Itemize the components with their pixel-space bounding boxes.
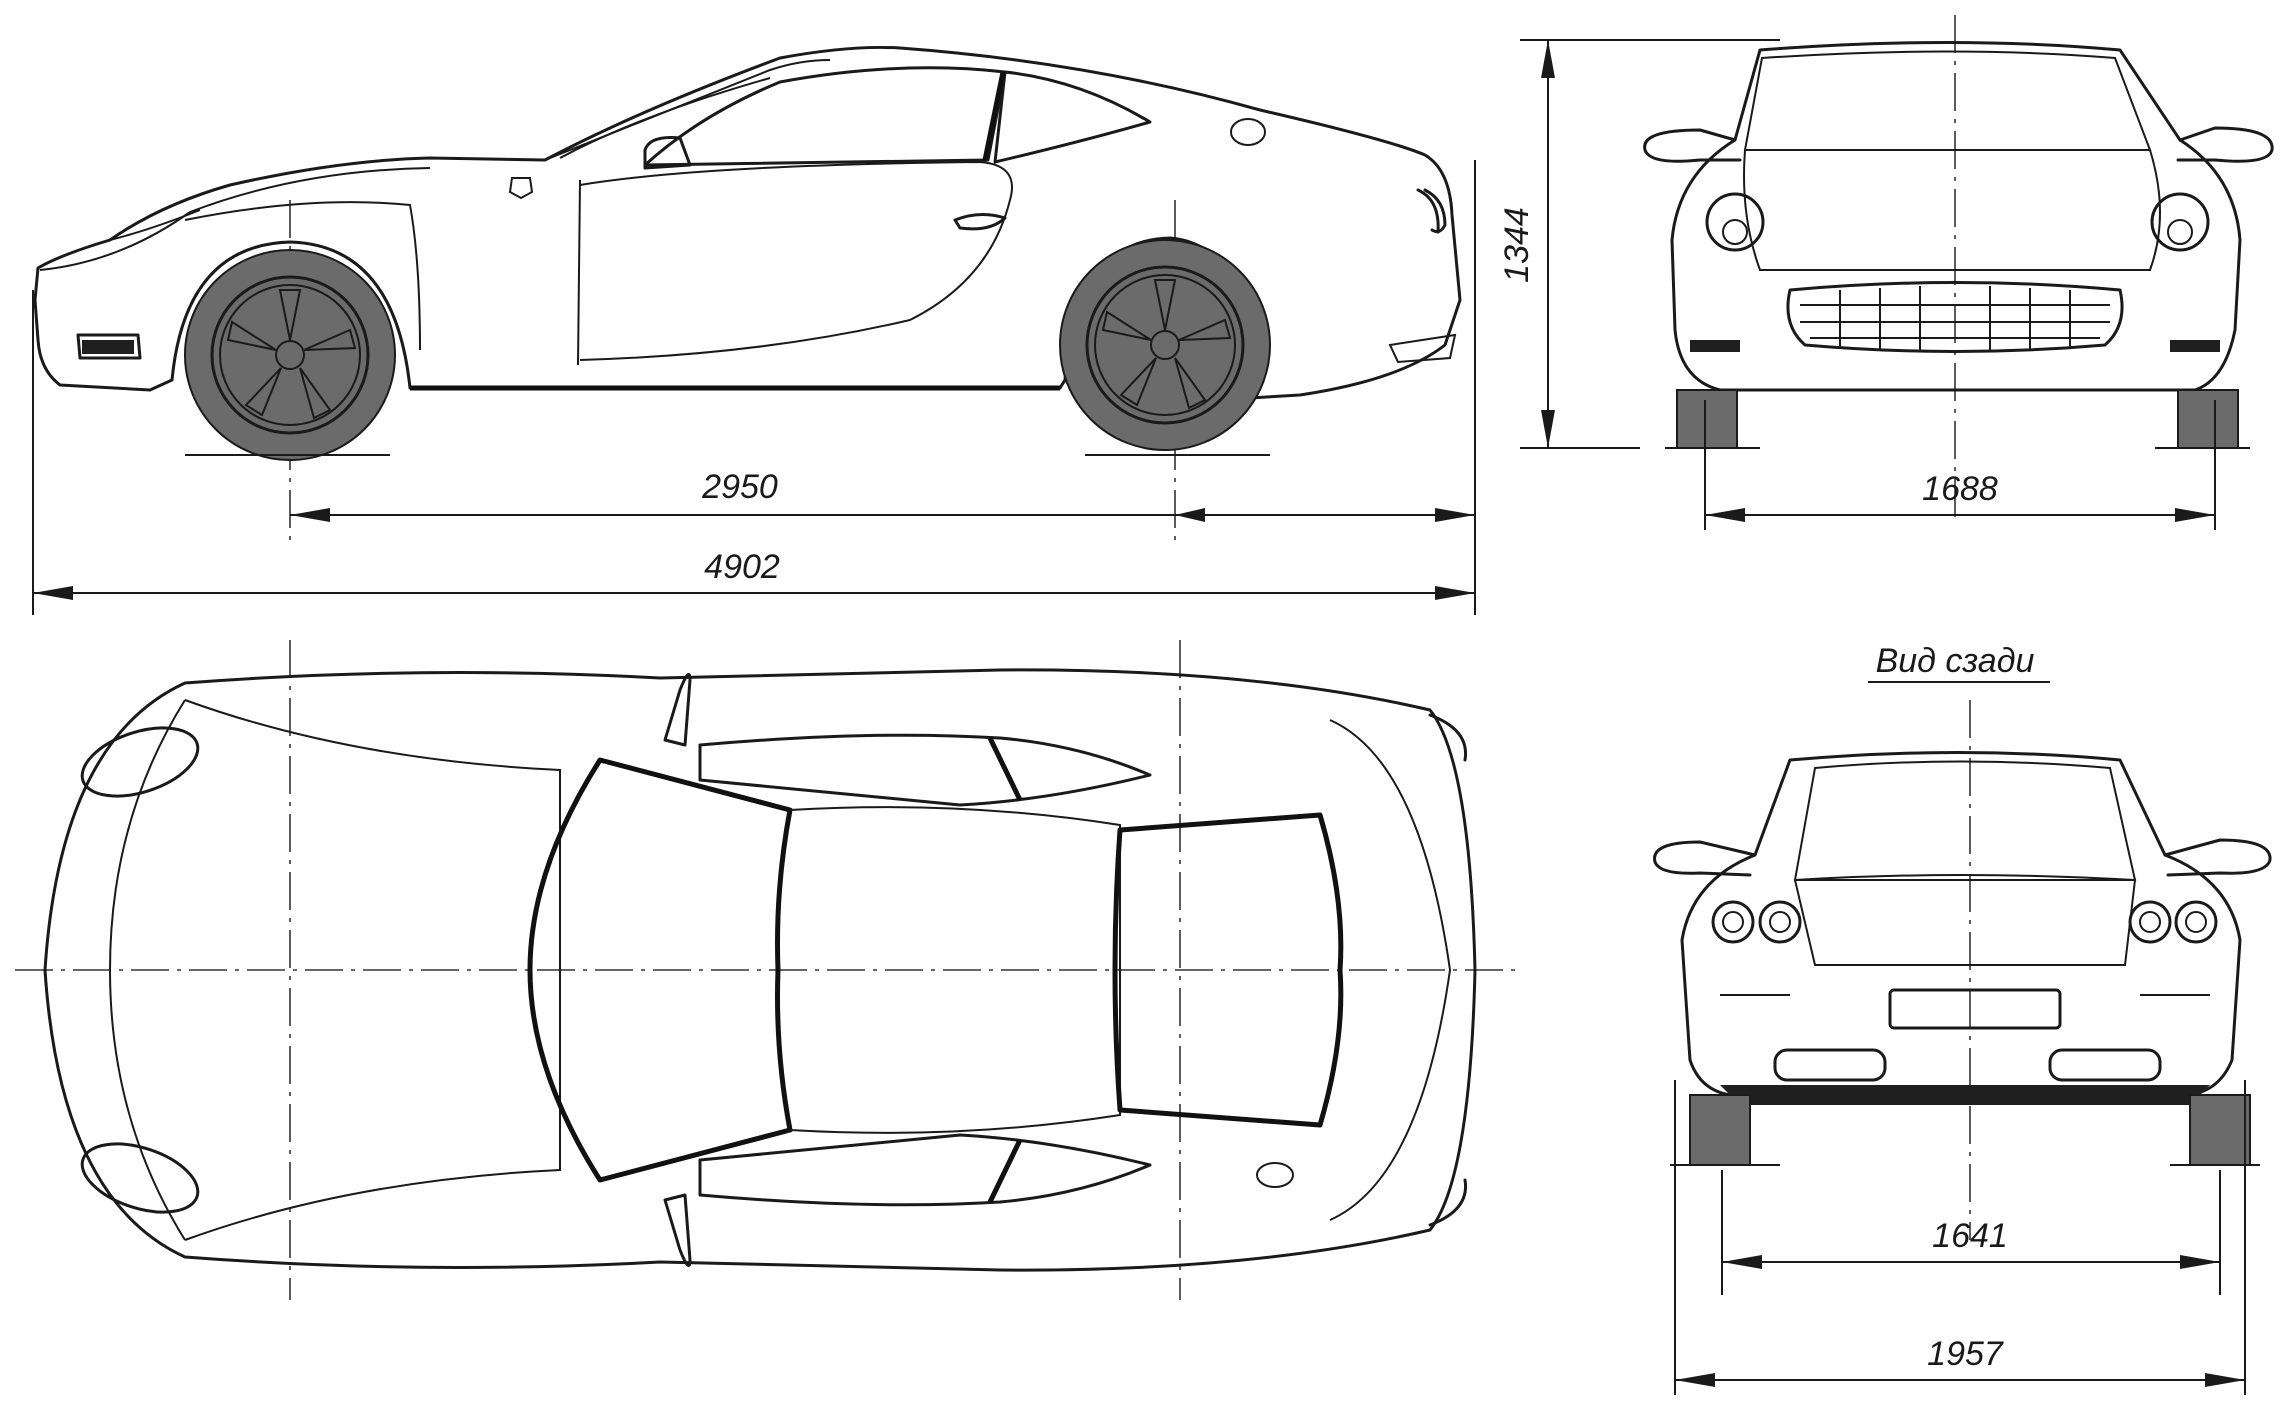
side-view: 2950 4902 <box>32 45 1476 615</box>
wheelbase-label: 2950 <box>701 468 778 506</box>
dimension-front-track: 1688 <box>1704 400 2216 530</box>
dimension-overall-length: 4902 <box>32 290 1475 615</box>
overall-length-label: 4902 <box>704 548 780 586</box>
rear-view: Вид сзади <box>1653 642 2272 1395</box>
dimension-overall-width: 1957 <box>1674 1080 2246 1395</box>
rear-view-caption: Вид сзади <box>1876 642 2035 680</box>
top-view <box>15 640 1515 1300</box>
overall-width-label: 1957 <box>1927 1335 2004 1373</box>
dimension-rear-track: 1641 <box>1721 1170 2221 1295</box>
rear-wheel <box>1059 239 1271 451</box>
front-wheel <box>184 249 396 461</box>
dimension-height: 1344 <box>1498 39 1780 449</box>
height-label: 1344 <box>1498 207 1536 283</box>
front-view: 1344 <box>1498 15 2274 530</box>
front-track-label: 1688 <box>1922 470 1998 508</box>
rear-track-label: 1641 <box>1932 1217 2008 1255</box>
dimension-wheelbase: 2950 <box>290 160 1476 615</box>
